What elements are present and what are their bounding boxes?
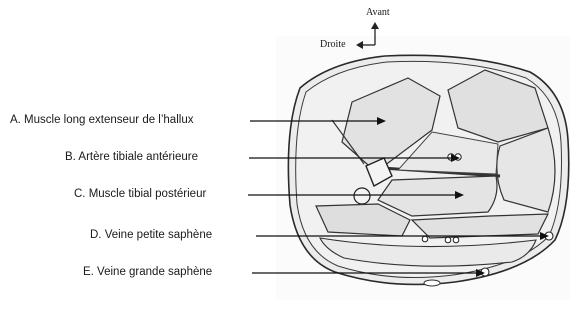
orientation-right-label: Droite <box>320 40 346 50</box>
fibula-bone <box>354 188 370 204</box>
posterior-vessel-2 <box>445 237 451 243</box>
posterior-vessel-3 <box>453 237 459 243</box>
label-c: C. Muscle tibial postérieur <box>74 189 206 201</box>
label-b: B. Artère tibiale antérieure <box>65 152 198 164</box>
label-e: E. Veine grande saphène <box>83 267 212 279</box>
label-d: D. Veine petite saphène <box>90 230 212 242</box>
skin-fold <box>424 280 440 286</box>
posterior-vessel-1 <box>422 236 428 242</box>
front-arrowhead <box>371 22 379 29</box>
orientation-front-label: Avant <box>366 8 390 18</box>
label-a: A. Muscle long extenseur de l’hallux <box>10 115 193 127</box>
